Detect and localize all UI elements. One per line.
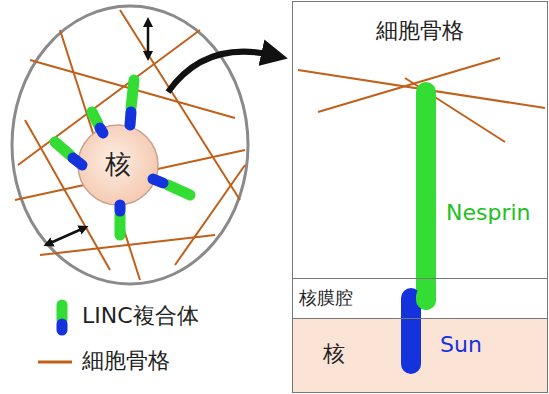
detail-panel: 細胞骨格核膜腔核 (292, 1, 548, 393)
nucleus-region: 核 (293, 319, 547, 392)
node-text: 核膜腔 (299, 288, 353, 309)
node-text: 核 (105, 150, 131, 180)
node-text: 細胞骨格 (293, 18, 547, 43)
legend-cytoskeleton-sample (38, 361, 72, 364)
nucleus-circle: 核 (78, 125, 158, 205)
legend-linc-sample (57, 305, 68, 320)
protein-label: Sun (440, 332, 482, 357)
legend-text: LINC複合体 (82, 303, 199, 328)
nesprin-bar (416, 82, 436, 310)
linc-complexes (55, 80, 190, 235)
nesprin-bar-end (416, 286, 436, 310)
zoom-arrow (168, 52, 272, 92)
legend-text: 細胞骨格 (82, 348, 170, 373)
node-text: 核 (323, 341, 345, 366)
cell-outline (12, 6, 248, 284)
perinuclear-space-band: 核膜腔 (293, 278, 547, 319)
legend-linc-sample (57, 324, 68, 330)
nucleus-fill (78, 125, 158, 205)
movement-arrow (48, 228, 84, 244)
cytoskeleton (15, 10, 245, 280)
protein-label: Nesprin (446, 200, 531, 225)
movement-arrow (147, 22, 150, 56)
